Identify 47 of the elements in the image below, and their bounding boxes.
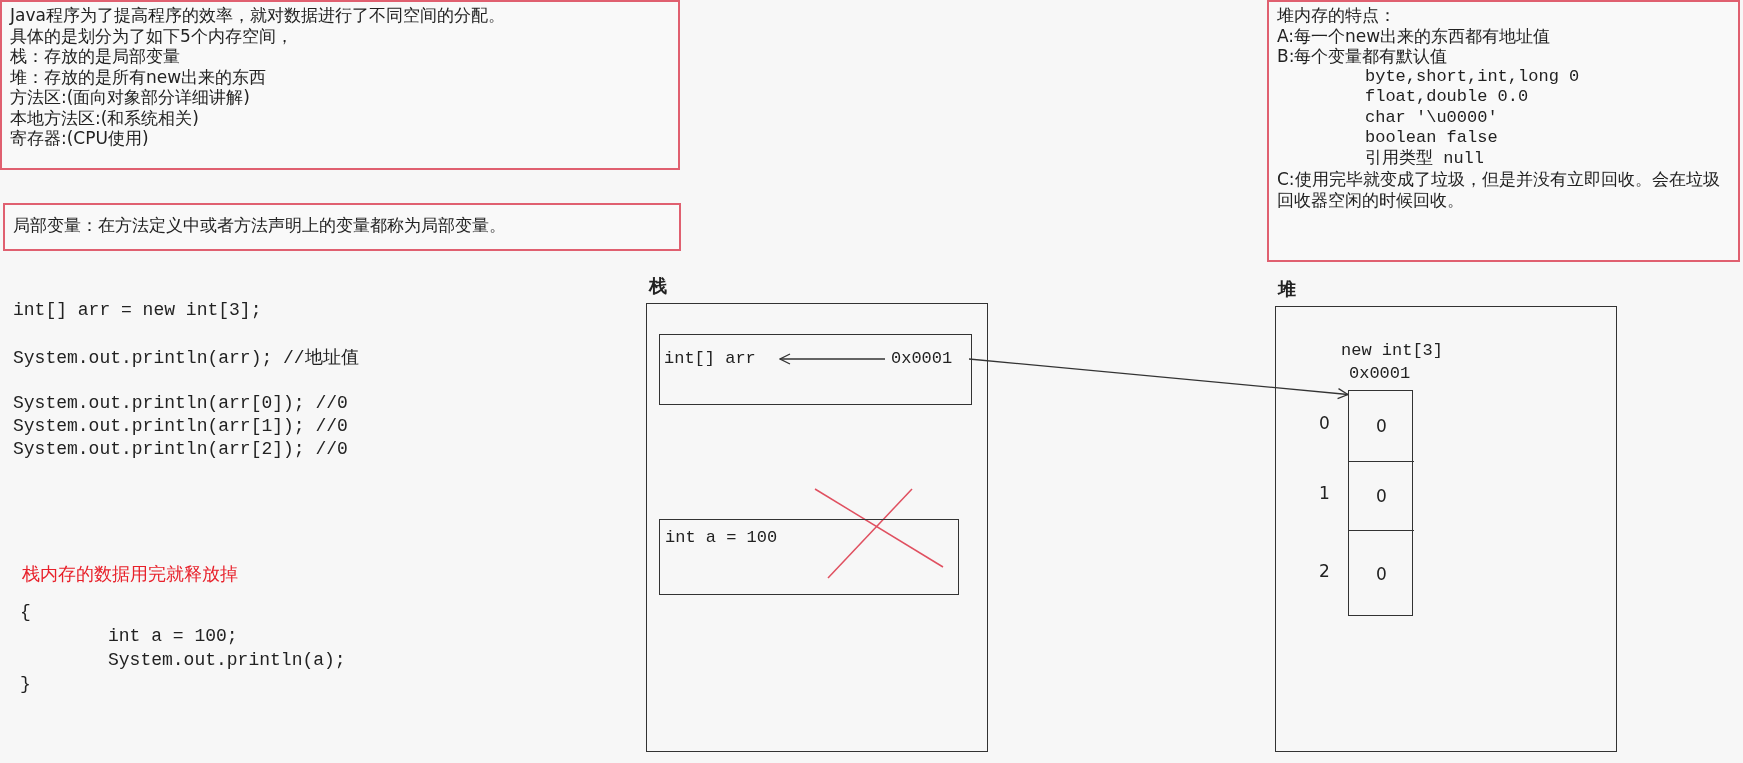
region-title: 堆 <box>1278 277 1296 301</box>
array-cell: 0 <box>1349 391 1414 461</box>
note-text: 本地方法区:(和系统相关) <box>10 107 200 128</box>
index-label: 0 <box>1319 413 1330 433</box>
region-title: 栈 <box>649 274 667 298</box>
code-line: System.out.println(arr[0]); //0 <box>13 393 348 413</box>
code-line: } <box>20 674 31 694</box>
note-text: 引用类型 null <box>1364 148 1485 169</box>
note-box <box>3 203 681 251</box>
note-text: boolean false <box>1364 128 1499 149</box>
note-text: Java程序为了提高程序的效率，就对数据进行了不同空间的分配。 <box>10 5 506 26</box>
note-text: char '\u0000' <box>1364 107 1499 128</box>
index-label: 2 <box>1319 560 1330 581</box>
note-text: 堆：存放的是所有new出来的东西 <box>10 66 268 87</box>
array-heading: new int[3] <box>1341 341 1444 360</box>
note-text: byte,short,int,long 0 <box>1364 66 1581 87</box>
note-box <box>1267 0 1740 262</box>
arrow <box>968 358 1349 400</box>
note-box <box>0 0 680 170</box>
stack-frame-box <box>659 334 972 405</box>
code-line: System.out.println(arr[2]); //0 <box>13 439 348 459</box>
note-text: 具体的是划分为了如下5个内存空间， <box>10 25 294 46</box>
note-text: 局部变量：在方法定义中或者方法声明上的变量都称为局部变量。 <box>13 215 507 236</box>
code-line: System.out.println(a); <box>108 650 346 670</box>
note-text: float,double 0.0 <box>1364 87 1530 108</box>
note-text: 栈：存放的是局部变量 <box>10 46 181 67</box>
index-label: 1 <box>1319 482 1330 503</box>
note-text: C:使用完毕就变成了垃圾，但是并没有立即回收。会在垃圾回收器空闲的时候回收。 <box>1277 169 1721 210</box>
code-line: int a = 100; <box>108 626 238 646</box>
code-line: System.out.println(arr); //地址值 <box>13 347 359 369</box>
annotation-text: 栈内存的数据用完就释放掉 <box>22 562 238 586</box>
array-cell: 0 <box>1349 530 1414 617</box>
array-heading: 0x0001 <box>1349 364 1411 383</box>
note-text: 寄存器:(CPU使用) <box>10 128 150 149</box>
note-text: B:每个变量都有默认值 <box>1277 46 1449 67</box>
code-text: int[] arr <box>664 345 774 373</box>
code-text: int a = 100 <box>665 528 778 547</box>
note-text: A:每一个new出来的东西都有地址值 <box>1277 25 1552 46</box>
array-cell: 0 <box>1349 461 1414 530</box>
note-text: 方法区:(面向对象部分详细讲解) <box>10 87 251 108</box>
code-text: 0x0001 <box>891 345 969 373</box>
code-line: { <box>20 602 31 622</box>
code-line: System.out.println(arr[1]); //0 <box>13 416 348 436</box>
note-heading: 堆内存的特点： <box>1277 5 1397 26</box>
stack-frame-box <box>659 519 959 595</box>
code-line: int[] arr = new int[3]; <box>13 300 262 320</box>
arrow <box>779 353 886 365</box>
